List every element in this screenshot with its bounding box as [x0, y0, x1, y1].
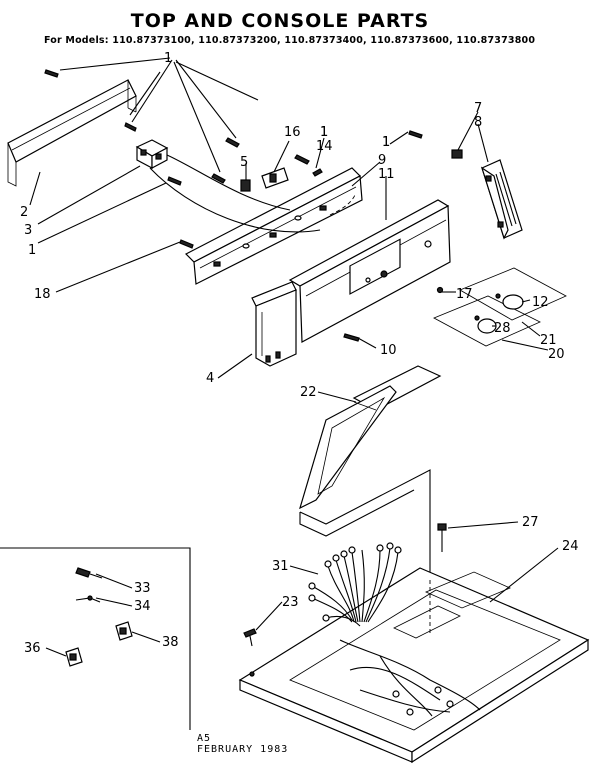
callout-21: 21 [540, 333, 557, 348]
callout-23: 23 [282, 595, 299, 610]
callout-36: 36 [24, 641, 41, 656]
callout-1c: 1 [382, 135, 390, 150]
leader-lines [29, 57, 559, 657]
screw-group [44, 69, 423, 249]
callout-12: 12 [532, 295, 549, 310]
callout-1f: 1 [382, 135, 390, 150]
page-title: TOP AND CONSOLE PARTS [130, 10, 430, 32]
callout-20: 20 [548, 347, 565, 362]
part-clip [240, 179, 251, 192]
part-console [288, 199, 451, 343]
callout-31: 31 [272, 559, 289, 574]
part-screw-10 [343, 333, 360, 342]
inset-parts-box [0, 547, 191, 730]
callout-16: 16 [284, 125, 301, 140]
part-top-panel [238, 567, 590, 764]
callout-1d: 1 [28, 243, 36, 258]
footer-date: FEBRUARY 1983 [197, 744, 289, 755]
callout-4: 4 [206, 371, 214, 386]
callout-9: 9 [378, 153, 386, 168]
callout-labels: 1 1 1 2 3 1 16 1 14 5 9 11 1 7 8 18 17 1… [20, 51, 579, 656]
callout-2: 2 [20, 205, 28, 220]
part-knob-set [433, 267, 567, 347]
callout-34: 34 [134, 599, 151, 614]
callout-7: 7 [474, 101, 482, 116]
callout-1a: 1 [164, 51, 172, 66]
assembly-guide [299, 469, 431, 650]
callout-11: 11 [378, 167, 395, 182]
callout-22: 22 [300, 385, 317, 400]
part-rear-trim [7, 79, 137, 187]
callout-14: 14 [316, 139, 333, 154]
callout-27: 27 [522, 515, 539, 530]
callout-38: 38 [162, 635, 179, 650]
part-console-rail [184, 167, 363, 285]
callout-33: 33 [134, 581, 151, 596]
callout-1e: 1 [320, 125, 328, 140]
callout-5: 5 [240, 155, 248, 170]
part-switch [135, 139, 169, 169]
callout-8: 8 [474, 115, 482, 130]
part-console-glass [299, 365, 442, 510]
wire-harness-upper [149, 154, 356, 233]
part-end-cap [251, 281, 297, 367]
callout-17: 17 [456, 287, 473, 302]
part-side-bracket [451, 149, 523, 240]
part-wiring-harness [308, 542, 402, 627]
callout-24: 24 [562, 539, 579, 554]
callout-1b: 1 [320, 125, 328, 140]
callout-3: 3 [24, 223, 32, 238]
callout-18: 18 [34, 287, 51, 302]
models-line: For Models: 110.87373100, 110.87373200, … [44, 35, 536, 46]
part-fastener-23 [243, 628, 257, 647]
callout-10: 10 [380, 343, 397, 358]
part-bracket [261, 167, 289, 189]
part-fastener-27 [437, 523, 447, 552]
footer-code: A5 [197, 733, 212, 744]
callout-28: 28 [494, 321, 511, 336]
